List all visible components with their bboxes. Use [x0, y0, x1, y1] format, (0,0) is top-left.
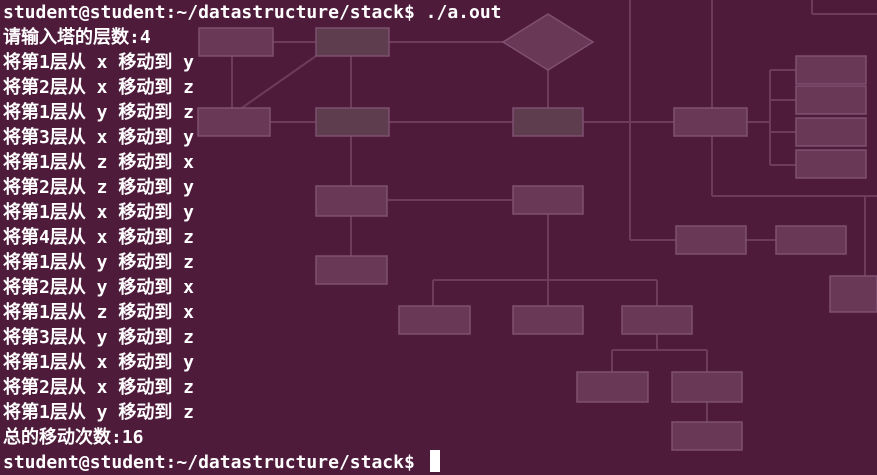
terminal-line: 请输入塔的层数:4: [3, 27, 151, 48]
terminal-line: 将第1层从 x 移动到 y: [3, 352, 195, 373]
terminal-line: 将第1层从 x 移动到 y: [3, 52, 195, 73]
terminal-line: 将第2层从 x 移动到 z: [3, 377, 195, 398]
terminal-line: 总的移动次数:16: [3, 427, 144, 448]
prompt-line[interactable]: student@student:~/datastructure/stack$: [3, 450, 877, 475]
terminal-line: 将第1层从 z 移动到 x: [3, 152, 195, 173]
terminal-line: 将第1层从 y 移动到 z: [3, 402, 195, 423]
text-cursor: [429, 450, 440, 472]
terminal-line: 将第1层从 z 移动到 x: [3, 302, 195, 323]
terminal-line: 将第1层从 x 移动到 y: [3, 202, 195, 223]
terminal-line: 将第1层从 y 移动到 z: [3, 102, 195, 123]
terminal-line: 将第2层从 y 移动到 x: [3, 277, 195, 298]
terminal-line: student@student:~/datastructure/stack$ .…: [3, 2, 502, 23]
terminal-line: 将第2层从 z 移动到 y: [3, 177, 195, 198]
terminal-line: 将第3层从 x 移动到 y: [3, 127, 195, 148]
terminal-line: 将第4层从 x 移动到 z: [3, 227, 195, 248]
terminal-line: 将第1层从 y 移动到 z: [3, 252, 195, 273]
terminal-line: 将第2层从 x 移动到 z: [3, 77, 195, 98]
prompt-text: student@student:~/datastructure/stack$: [3, 452, 426, 473]
terminal-line: 将第3层从 y 移动到 z: [3, 327, 195, 348]
